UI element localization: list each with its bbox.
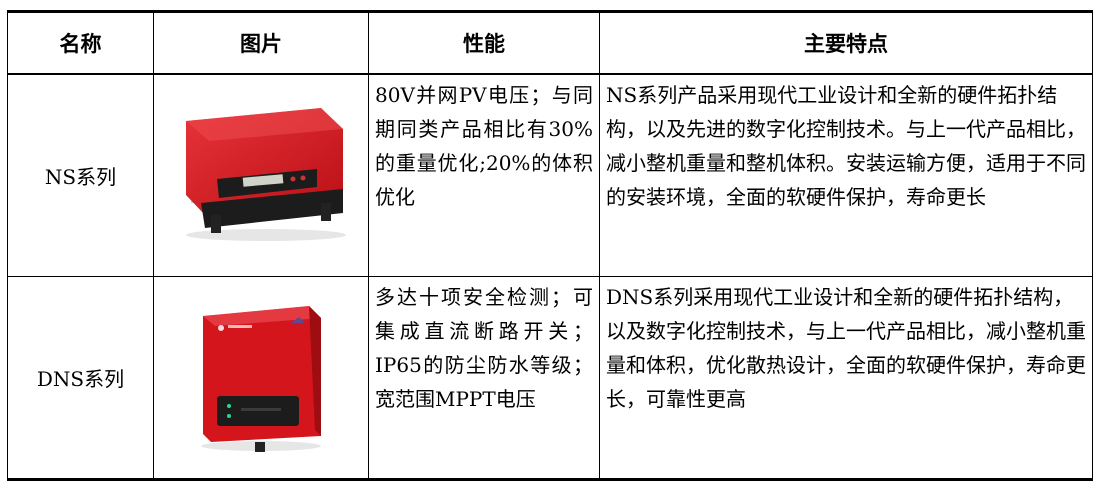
inverter-image	[186, 108, 346, 242]
cell-image	[153, 73, 369, 277]
cell-features: DNS系列采用现代工业设计和全新的硬件拓扑结构，以及数字化控制技术，与上一代产品…	[599, 276, 1093, 481]
table-row: DNS系列 多达十项安全检测；可集成直流断路开关；IP65的	[7, 276, 1093, 481]
cell-image	[153, 276, 369, 481]
cell-features: NS系列产品采用现代工业设计和全新的硬件拓扑结构，以及先进的数字化控制技术。与上…	[599, 73, 1093, 277]
header-name: 名称	[7, 10, 154, 75]
table-row: NS系列	[7, 73, 1093, 277]
cell-performance: 80V并网PV电压；与同期同类产品相比有30%的重量优化;20%的体积优化	[368, 73, 600, 277]
cell-name: DNS系列	[7, 276, 154, 481]
cell-performance: 多达十项安全检测；可集成直流断路开关；IP65的防尘防水等级；宽范围MPPT电压	[368, 276, 600, 481]
header-row: 名称 图片 性能 主要特点	[7, 10, 1093, 75]
cell-name: NS系列	[7, 73, 154, 277]
header-performance: 性能	[368, 10, 600, 75]
product-comparison-table: 名称 图片 性能 主要特点 NS系列	[7, 10, 1093, 481]
inverter-image	[201, 305, 321, 452]
header-features: 主要特点	[599, 10, 1093, 75]
header-image: 图片	[153, 10, 369, 75]
